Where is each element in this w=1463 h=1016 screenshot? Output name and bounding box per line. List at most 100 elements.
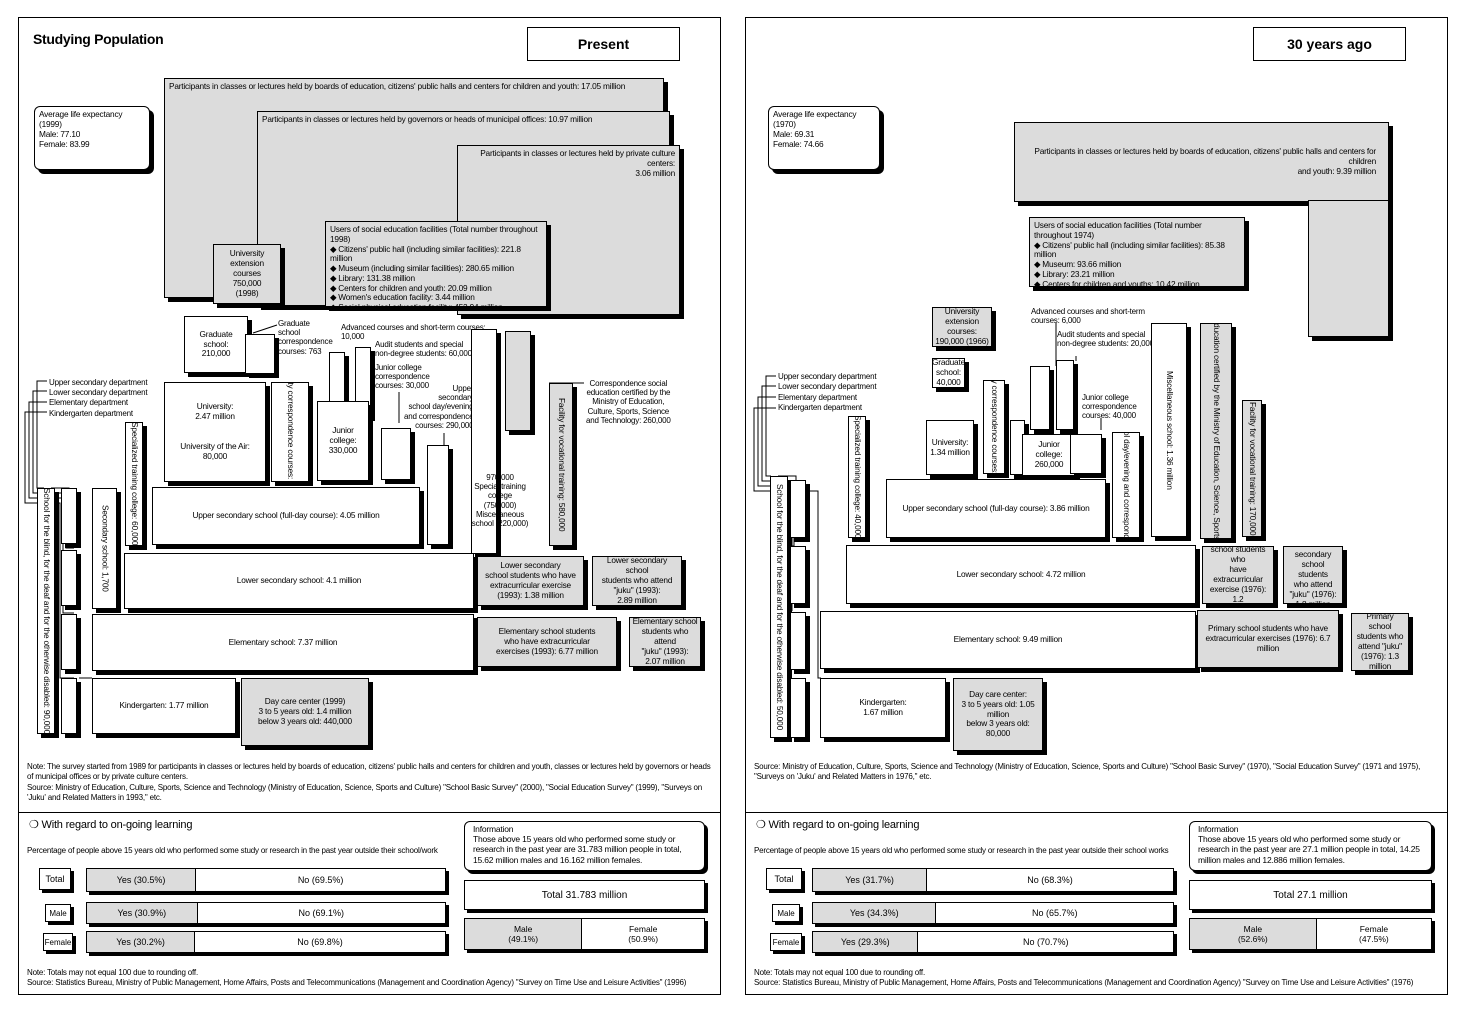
special-misc-label: 970,000 Special training college (750,00…: [471, 473, 529, 528]
row-label-female: Female: [43, 933, 73, 951]
info-male: Male (52.6%): [1190, 919, 1317, 949]
elementary-box: Elementary school: 9.49 million: [820, 611, 1196, 669]
bar-male: Yes (30.9%) No (69.1%): [86, 902, 446, 924]
university-extension-box: University extension courses: 190,000 (1…: [932, 307, 992, 347]
past-era-label: 30 years ago: [1253, 27, 1406, 61]
diagram-note: Source: Ministry of Education, Culture, …: [754, 762, 1421, 782]
bar-no: No (69.5%): [196, 869, 445, 891]
bar-yes: Yes (30.9%): [87, 903, 198, 923]
row-label-male: Male: [45, 904, 71, 922]
diagram-note: Note: The survey started from 1989 for p…: [27, 762, 711, 803]
upper-secondary-full-box: Upper secondary school (full-day course)…: [886, 479, 1106, 538]
bar-yes: Yes (31.7%): [813, 869, 928, 891]
university-box: University: 2.47 million University of t…: [164, 382, 266, 482]
secondary-school-box: Secondary school: 1,700: [92, 488, 117, 609]
daycare-box: Day care center (1999) 3 to 5 years old:…: [241, 678, 369, 746]
junior-college-box: Junior college: 330,000: [317, 401, 369, 481]
bar-no: No (68.3%): [927, 869, 1173, 891]
section-divider: [19, 812, 720, 813]
info-male: Male (49.1%): [465, 919, 583, 949]
bar-yes: Yes (29.3%): [813, 932, 919, 952]
kindergarten-box: Kindergarten: 1.67 million: [820, 678, 946, 738]
dept-elementary-box: [790, 612, 806, 670]
university-extension-box: University extension courses 750,000 (19…: [213, 244, 281, 304]
daycare-box: Day care center: 3 to 5 years old: 1.05 …: [953, 678, 1043, 751]
bar-female: Yes (29.3%) No (70.7%): [812, 931, 1174, 953]
elementary-juku-box: Primary school students who attend "juku…: [1351, 613, 1409, 671]
info-gender-split: Male (52.6%) Female (47.5%): [1189, 918, 1432, 950]
life-expectancy-box: Average life expectancy (1999) Male: 77.…: [34, 106, 150, 170]
lower-secondary-box: Lower secondary school: 4.1 million: [124, 553, 474, 609]
information-box: Information Those above 15 years old who…: [1189, 821, 1432, 871]
junior-college-correspondence-label: Junior college correspondence courses: 4…: [1082, 393, 1137, 421]
bar-male: Yes (34.3%) No (65.7%): [812, 902, 1174, 924]
junior-college-correspondence-box: [381, 428, 411, 480]
junior-college-box: Junior college: 260,000: [1022, 434, 1076, 476]
misc-school-box: Miscellaneous school: 1.36 million: [1151, 323, 1187, 537]
row-label-female: Female: [770, 933, 802, 951]
info-female: Female (50.9%): [582, 919, 704, 949]
special-schools-box: School for the blind, for the deaf and f…: [37, 488, 55, 734]
elementary-extracurricular-box: Elementary school students who have extr…: [477, 617, 617, 667]
learning-description: Percentage of people above 15 years old …: [754, 846, 1169, 855]
audit-students-label: Audit students and special non-degree st…: [375, 340, 472, 359]
bar-yes: Yes (34.3%): [813, 903, 937, 923]
department-labels: Upper secondary department Lower seconda…: [778, 372, 877, 413]
lower-juku-box: Lower secondary school students who atte…: [592, 556, 682, 606]
learning-heading: ❍ With regard to on-going learning: [29, 819, 193, 831]
bar-total: Yes (30.5%) No (69.5%): [86, 868, 446, 892]
correspondence-social-box: Correspondence social education certifie…: [1200, 323, 1232, 539]
vocational-training-box: Facility for vocational training: 170,00…: [1242, 400, 1262, 537]
vocational-training-box: Facility for vocational training: 580,00…: [549, 383, 573, 546]
row-label-male: Male: [772, 904, 800, 922]
info-female: Female (47.5%): [1316, 919, 1431, 949]
social-facilities-box: Users of social education facilities (To…: [325, 221, 547, 307]
bar-no: No (70.7%): [918, 932, 1173, 952]
dept-kindergarten-box: [790, 678, 806, 738]
graduate-correspondence-box: [245, 334, 275, 374]
department-labels: Upper secondary department Lower seconda…: [49, 378, 148, 418]
row-label-total: Total: [766, 868, 802, 890]
learning-note: Note: Totals may not equal 100 due to ro…: [27, 968, 687, 988]
bar-no: No (69.8%): [195, 932, 445, 952]
bar-total: Yes (31.7%) No (68.3%): [812, 868, 1174, 892]
graduate-school-box: Graduate school: 40,000: [932, 358, 965, 388]
learning-heading: ❍ With regard to on-going learning: [756, 819, 920, 831]
bar-yes: Yes (30.5%): [87, 869, 197, 891]
graduate-correspondence-label: Graduate school correspondence courses: …: [278, 319, 333, 356]
special-misc-tall-box: [471, 329, 497, 554]
university-correspondence-box: University correspondence courses: 140,0…: [271, 382, 309, 482]
upper-evening-box: Upper secondary school day/evening and c…: [1112, 432, 1140, 538]
information-box: Information Those above 15 years old who…: [464, 821, 705, 871]
classes-boards-box: Participants in classes or lectures held…: [1014, 122, 1389, 202]
bar-no: No (69.1%): [197, 903, 445, 923]
junior-college-correspondence-label: Junior college correspondence courses: 3…: [375, 363, 430, 391]
advanced-courses-box: [1030, 366, 1050, 430]
kindergarten-box: Kindergarten: 1.77 million: [92, 678, 236, 734]
upper-evening-label: Upper secondary school day/evening and c…: [404, 384, 474, 430]
dept-elementary-box: [61, 614, 77, 670]
bar-no: No (65.7%): [936, 903, 1173, 923]
lower-extracurricular-box: Lower secondary school students who have…: [477, 556, 584, 606]
social-facilities-box: Users of social education facilities (To…: [1029, 217, 1245, 287]
page-title: Studying Population: [33, 31, 164, 47]
info-gender-split: Male (49.1%) Female (50.9%): [464, 918, 705, 950]
row-label-total: Total: [39, 868, 71, 890]
graduate-school-box: Graduate school: 210,000: [184, 316, 248, 373]
bar-female: Yes (30.2%) No (69.8%): [86, 931, 446, 953]
correspondence-social-label: Correspondence social education certifie…: [586, 379, 671, 425]
special-schools-box: School for the blind, for the deaf and f…: [770, 476, 788, 738]
junior-college-correspondence-box: [1070, 434, 1102, 474]
lower-extracurricular-box: Lower secondary school students who have…: [1202, 546, 1274, 604]
dept-kindergarten-box: [61, 678, 77, 734]
elementary-juku-box: Elementary school students who attend "j…: [629, 617, 701, 667]
upper-secondary-full-box: Upper secondary school (full-day course)…: [152, 487, 420, 545]
dept-upper-box: [61, 488, 77, 544]
learning-note: Note: Totals may not equal 100 due to ro…: [754, 968, 1414, 988]
lower-secondary-box: Lower secondary school: 4.72 million: [846, 545, 1196, 604]
learning-description: Percentage of people above 15 years old …: [27, 846, 438, 855]
present-era-label: Present: [527, 27, 680, 61]
classes-boards-tail: [1308, 200, 1389, 337]
info-total-box: Total 27.1 million: [1189, 880, 1432, 910]
dept-lower-box: [790, 546, 806, 604]
